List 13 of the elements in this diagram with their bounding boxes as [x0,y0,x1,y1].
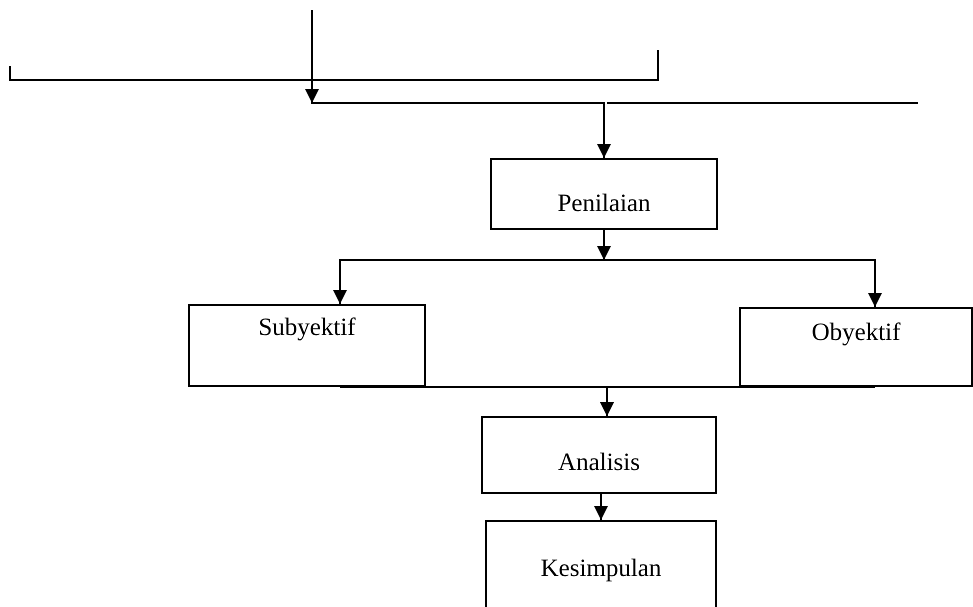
box-label: Kesimpulan [540,554,662,582]
arrow [594,494,608,520]
box-label: Penilaian [557,190,651,218]
process-box [188,304,426,387]
arrow [311,10,611,158]
process-box [485,520,717,607]
arrow [600,386,875,416]
process-box [490,158,718,230]
process-box [481,416,717,494]
box-label: Obyektif [812,319,900,347]
process-box [739,307,973,387]
box-label: Analisis [558,449,640,477]
box-label: Subyektif [258,314,356,342]
